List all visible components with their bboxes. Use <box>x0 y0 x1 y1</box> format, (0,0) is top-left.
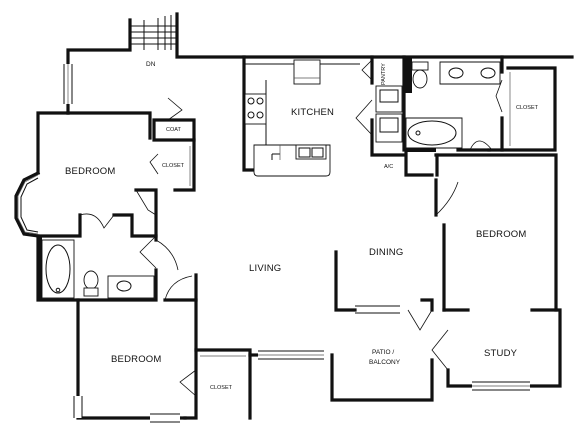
patio-label-line2: BALCONY <box>369 359 401 366</box>
upper-closet-label: CLOSET <box>162 163 185 169</box>
patio-label-line1: PATIO / <box>372 349 394 356</box>
living-label: LIVING <box>249 263 281 274</box>
coat-closet-label: COAT <box>166 127 182 133</box>
wall-block <box>38 236 42 300</box>
ac-label: A/C <box>384 164 393 170</box>
wall-block <box>404 57 412 93</box>
walls <box>36 12 574 420</box>
lower-left-bedroom-label: BEDROOM <box>111 354 162 365</box>
right-bedroom-label: BEDROOM <box>476 229 527 240</box>
kitchen-label: KITCHEN <box>291 107 334 118</box>
closet-shelves <box>189 72 511 357</box>
windows <box>63 64 530 423</box>
upper-left-bedroom-label: BEDROOM <box>65 166 116 177</box>
kitchen-fixtures <box>243 59 360 177</box>
laundry-fixtures <box>375 85 403 143</box>
patio-door-track <box>335 252 400 314</box>
bay-window <box>14 170 41 238</box>
master-closet-label: CLOSET <box>516 105 539 111</box>
stairs <box>130 15 177 50</box>
left-bath-fixtures <box>41 239 155 299</box>
lower-closet-label: CLOSET <box>210 385 233 391</box>
dining-label: DINING <box>369 247 403 258</box>
pantry-label: PANTRY <box>381 63 387 85</box>
stair-down-label: DN <box>146 61 156 68</box>
master-bath-fixtures <box>405 61 501 149</box>
door-swings <box>79 59 503 397</box>
study-label: STUDY <box>484 348 518 359</box>
